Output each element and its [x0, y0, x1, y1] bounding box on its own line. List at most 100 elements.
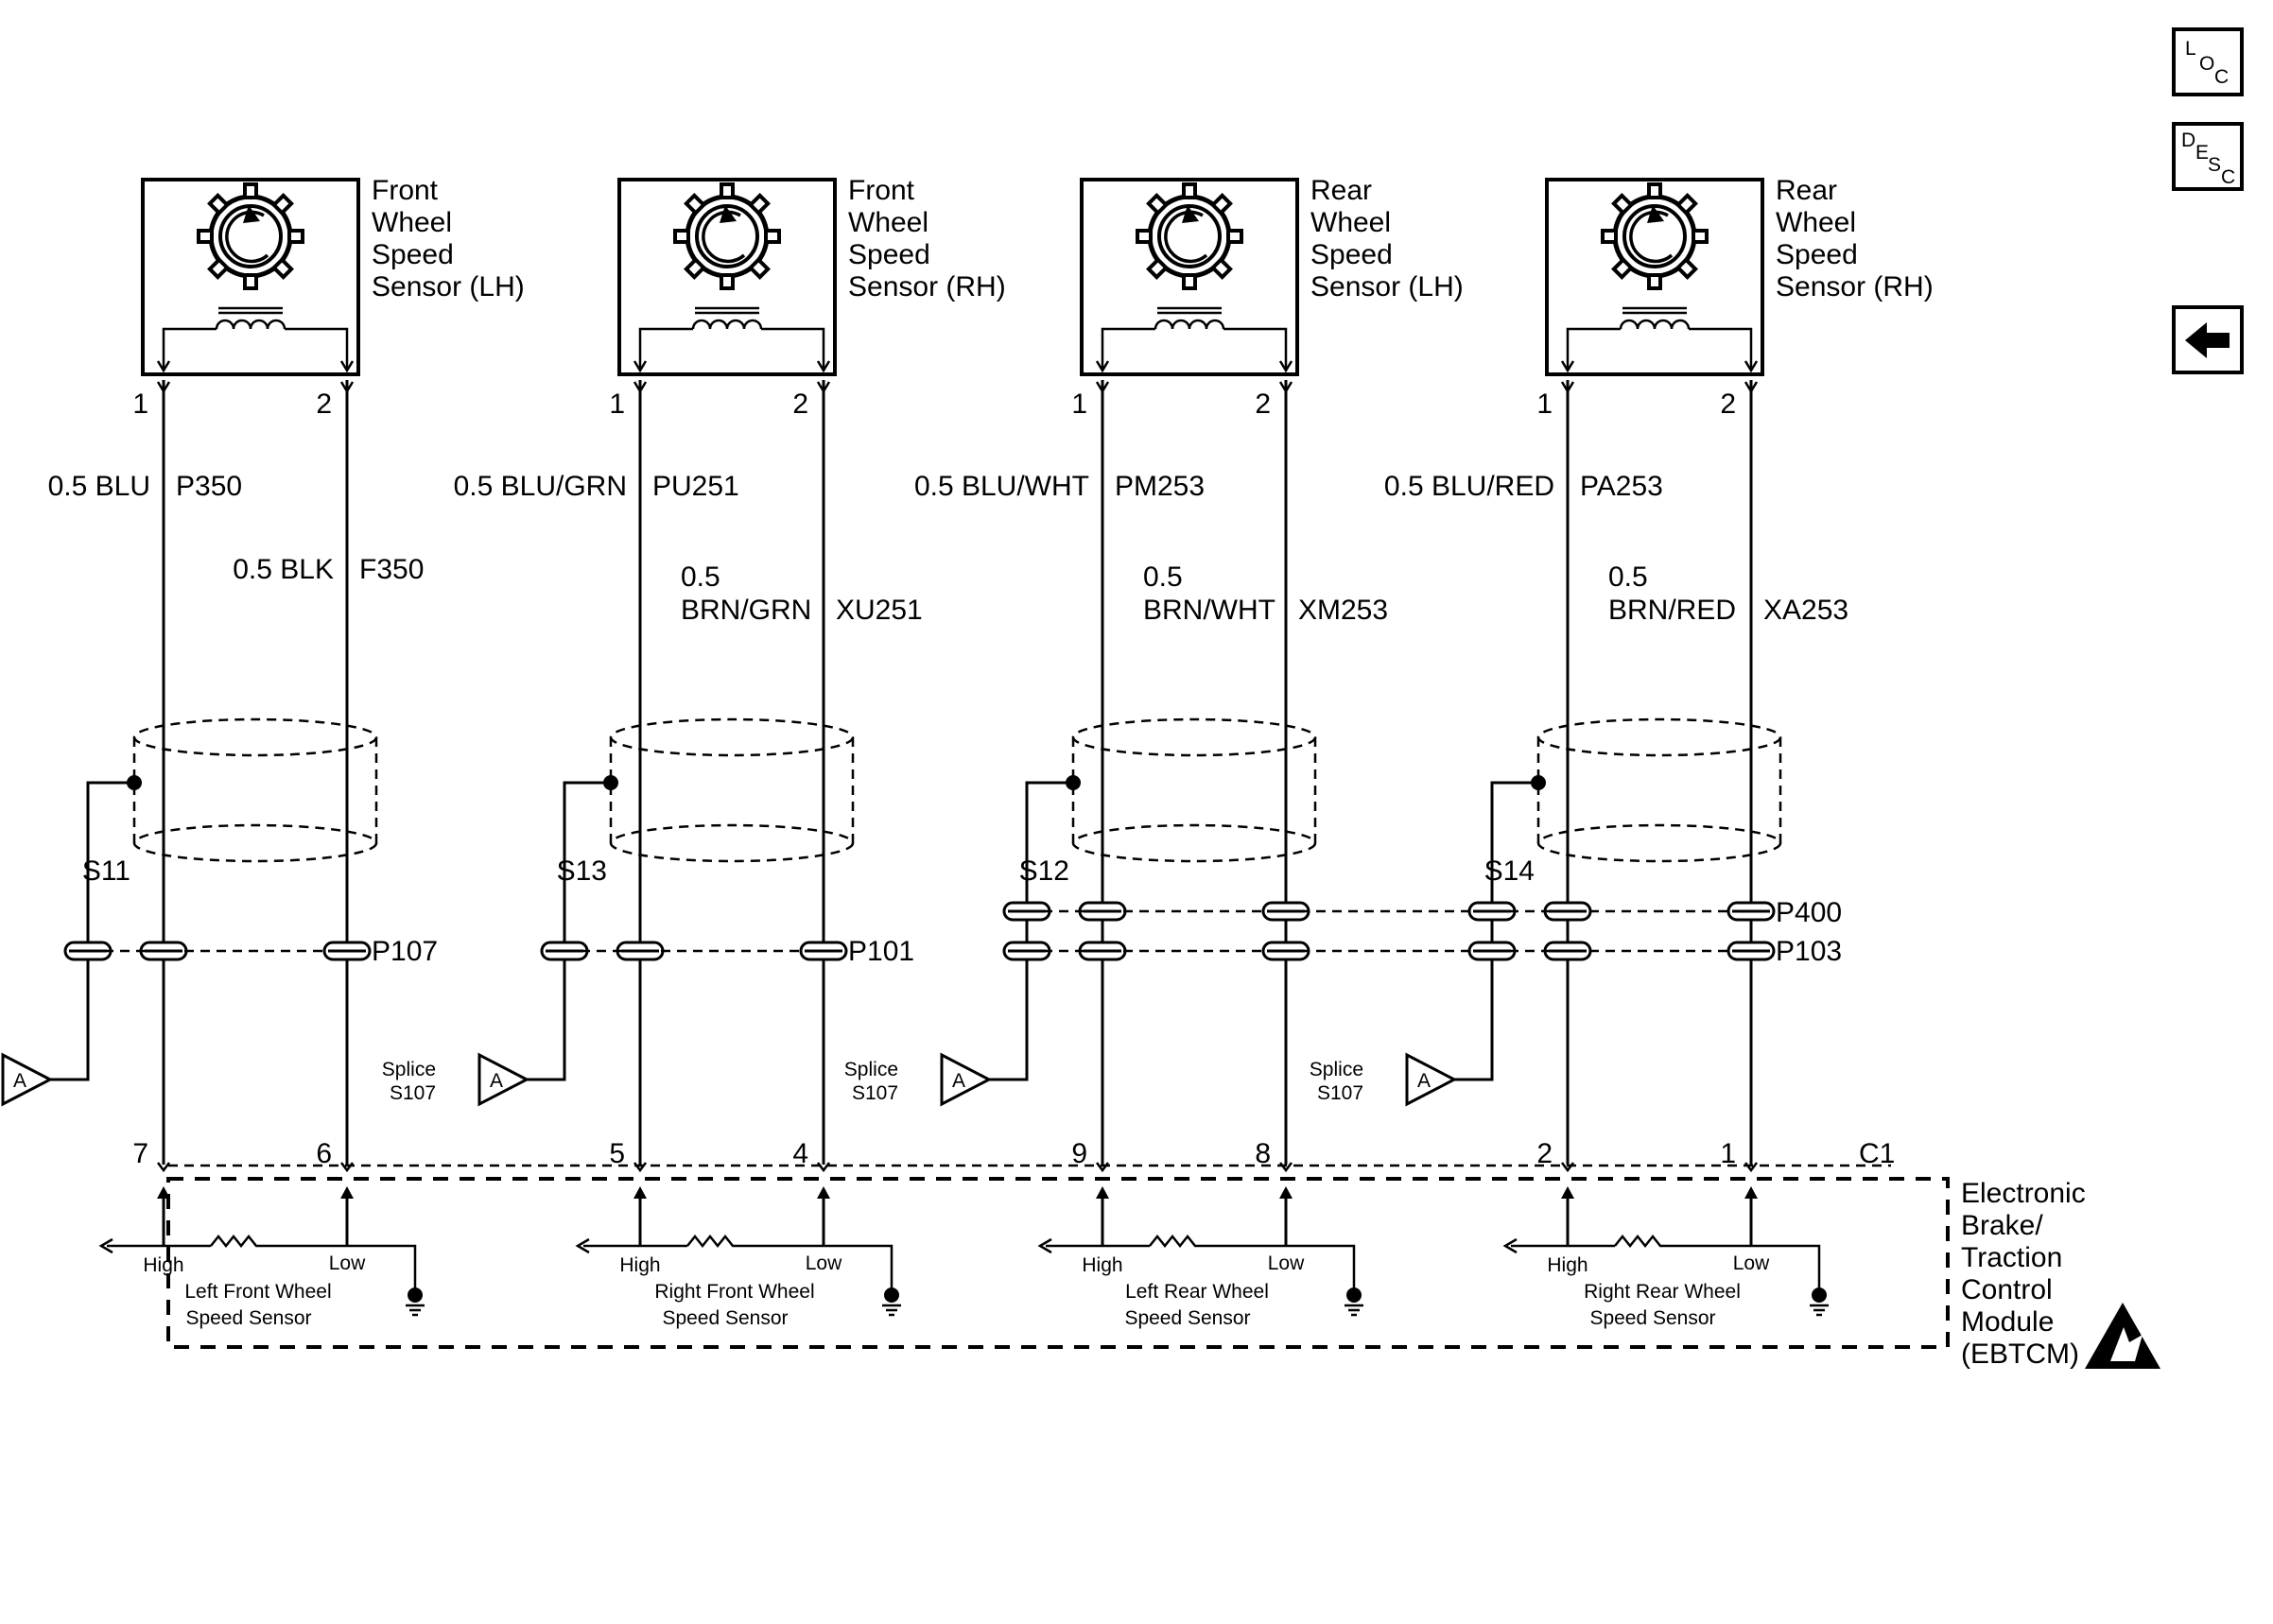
- circuit-number: XM253: [1298, 595, 1388, 626]
- sensor-title: Wheel: [1310, 207, 1391, 238]
- splice-tag: A: [952, 1070, 965, 1092]
- ground-icon: [406, 1304, 425, 1317]
- splice-reference-icon: [1, 1052, 54, 1107]
- high-label: High: [1082, 1254, 1122, 1276]
- esd-warning-icon: [2085, 1303, 2160, 1369]
- circuit-number: PM253: [1115, 471, 1205, 502]
- drain-wire: [50, 781, 134, 1081]
- loc-letter: O: [2199, 53, 2214, 75]
- ebtcm-pin-number: 9: [1071, 1138, 1087, 1169]
- sensor-title: Rear: [1776, 175, 1837, 206]
- splice-ref-label: Splice: [844, 1059, 898, 1080]
- channel-label: Right Front Wheel: [654, 1281, 814, 1303]
- arrow-left-icon: [2185, 322, 2230, 358]
- connector-label: P107: [372, 936, 438, 967]
- pickup-coil-icon: [691, 306, 763, 330]
- desc-letter: S: [2208, 154, 2221, 176]
- sensor-title: Sensor (RH): [848, 271, 1006, 302]
- wire-color-label: 0.5: [681, 561, 720, 593]
- ebtcm-pin-number: 8: [1255, 1138, 1271, 1169]
- input-arrow-icon: [1561, 1186, 1574, 1199]
- shielded-cable-icon: [1071, 717, 1317, 863]
- pickup-coil-icon: [1154, 306, 1225, 330]
- low-label: Low: [806, 1253, 842, 1274]
- loc-letter: C: [2214, 66, 2229, 88]
- splice-label: S14: [1484, 855, 1535, 887]
- sensor-title: Sensor (LH): [372, 271, 525, 302]
- splice-reference-icon: [477, 1052, 530, 1107]
- connector-label: P103: [1776, 936, 1842, 967]
- wire-color-label: 0.5 BLU/RED: [1384, 471, 1554, 502]
- channel-label: Left Front Wheel: [184, 1281, 331, 1303]
- channel-label: Speed Sensor: [1124, 1307, 1250, 1329]
- splice-tag: A: [490, 1070, 503, 1092]
- circuit-number: PU251: [652, 471, 739, 502]
- resistor-icon: [1149, 1234, 1286, 1249]
- splice-ref-label: S107: [390, 1082, 436, 1104]
- sensor-title: Sensor (LH): [1310, 271, 1464, 302]
- pin-number: 1: [132, 389, 148, 420]
- desc-letter: E: [2195, 142, 2209, 164]
- channel-label: Speed Sensor: [185, 1307, 311, 1329]
- sensor-title: Speed: [372, 239, 454, 270]
- splice-ref-label: S107: [1317, 1082, 1363, 1104]
- splice-tag: A: [1417, 1070, 1431, 1092]
- shielded-cable-icon: [1536, 717, 1782, 863]
- ebtcm-module: C1ElectronicBrake/TractionControlModule(…: [166, 1138, 2160, 1370]
- wheel-speed-sensor-box: [1545, 178, 1764, 376]
- desc-letter: C: [2221, 166, 2235, 188]
- pin-number: 2: [792, 389, 808, 420]
- low-label: Low: [1733, 1253, 1770, 1274]
- back-button[interactable]: [2172, 305, 2244, 374]
- wheel-speed-sensor-box: [617, 178, 837, 376]
- splice-ref-label: Splice: [1310, 1059, 1363, 1080]
- desc-letter: D: [2181, 130, 2195, 151]
- loc-button[interactable]: LOC: [2172, 27, 2244, 96]
- loc-letter: L: [2185, 38, 2196, 60]
- wire-color-label: 0.5 BLU/WHT: [914, 471, 1089, 502]
- splice-reference-icon: [940, 1052, 993, 1107]
- shielded-cable-icon: [132, 717, 378, 863]
- speed-sensor-wheel-icon: [1601, 182, 1709, 290]
- shielded-cable-icon: [609, 717, 855, 863]
- circuit-number: PA253: [1580, 471, 1663, 502]
- wire-color-label: 0.5: [1608, 561, 1648, 593]
- circuit-number: XU251: [836, 595, 923, 626]
- sensor-title: Wheel: [1776, 207, 1856, 238]
- ground-node: [1812, 1287, 1827, 1303]
- pin-number: 2: [1255, 389, 1271, 420]
- channel-label: Left Rear Wheel: [1125, 1281, 1269, 1303]
- splice-ref-label: Splice: [382, 1059, 436, 1080]
- drain-wire: [527, 781, 611, 1081]
- splice-label: S12: [1019, 855, 1069, 887]
- input-arrow-icon: [1279, 1186, 1293, 1199]
- sensor-title: Front: [372, 175, 439, 206]
- ebtcm-pin-number: 7: [132, 1138, 148, 1169]
- resistor-icon: [210, 1234, 347, 1249]
- wire-color-label: 0.5 BLU: [48, 471, 150, 502]
- sensor-title: Rear: [1310, 175, 1372, 206]
- ground-icon: [1345, 1304, 1363, 1317]
- ground-node: [1346, 1287, 1362, 1303]
- wire-color-label: 0.5 BLK: [233, 554, 334, 585]
- input-arrow-icon: [1744, 1186, 1758, 1199]
- ebtcm-pin-number: 5: [609, 1138, 625, 1169]
- speed-sensor-wheel-icon: [1136, 182, 1243, 290]
- wire-color-label: BRN/WHT: [1143, 595, 1275, 626]
- input-arrow-icon: [817, 1186, 830, 1199]
- ground-node: [884, 1287, 899, 1303]
- connector-label: P400: [1776, 897, 1842, 928]
- connector-terminal: [157, 1162, 170, 1173]
- high-label: High: [143, 1254, 183, 1276]
- low-label: Low: [329, 1253, 366, 1274]
- low-label: Low: [1268, 1253, 1305, 1274]
- wire-color-label: BRN/RED: [1608, 595, 1736, 626]
- pin-number: 1: [1536, 389, 1553, 420]
- ground-icon: [882, 1304, 901, 1317]
- output-arrow-icon: [1502, 1237, 1518, 1254]
- pickup-coil-icon: [1619, 306, 1691, 330]
- module-name: (EBTCM): [1961, 1339, 2079, 1370]
